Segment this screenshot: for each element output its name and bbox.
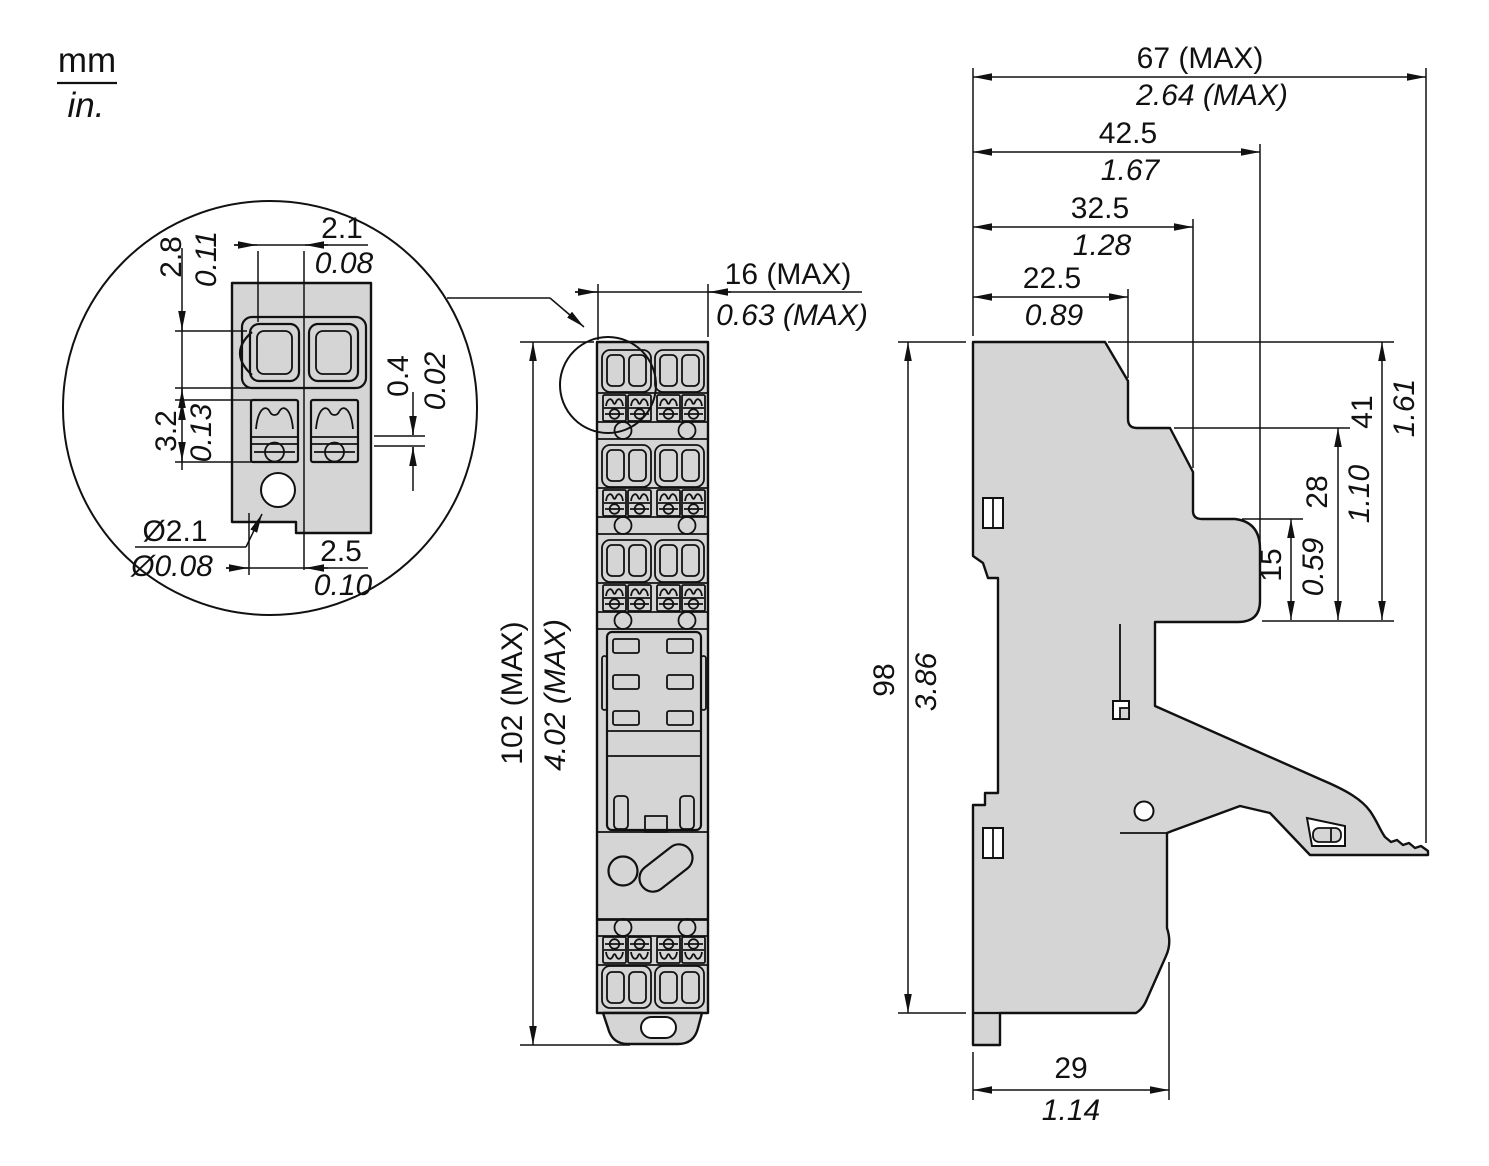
dim-height-15-inch-label: 0.59 [1297, 537, 1330, 596]
dim-depth-32-5-mm-label: 32.5 [1071, 192, 1129, 225]
dim-height-98-mm-label: 98 [868, 663, 901, 696]
dim-hole-offset: 2.5 0.10 [226, 513, 373, 602]
legend-mm-label: mm [58, 41, 116, 80]
front-view: 16 (MAX) 0.63 (MAX) 102 (MAX) 4.02 (MAX) [496, 258, 868, 1046]
dim-front-height-mm-label: 102 (MAX) [496, 621, 529, 764]
dim-depth-32-5: 32.5 1.28 [973, 192, 1194, 468]
dim-front-width-mm-label: 16 (MAX) [725, 258, 852, 291]
detail-leader [447, 297, 585, 328]
dim-gap-mm-label: 0.4 [382, 355, 415, 397]
dim-hole-diameter-mm-label: Ø2.1 [142, 515, 207, 548]
dim-base-depth-inch-label: 1.14 [1042, 1094, 1100, 1127]
lever-pivot [1133, 800, 1155, 822]
front-body [595, 340, 710, 1015]
dim-depth-22-5-inch-label: 0.89 [1025, 299, 1084, 332]
dim-depth-22-5: 22.5 0.89 [973, 262, 1129, 378]
dim-clamp-height-mm-label: 3.2 [150, 410, 183, 452]
dim-depth-32-5-inch-label: 1.28 [1073, 229, 1132, 262]
dim-overall-depth-mm-label: 67 (MAX) [1137, 42, 1264, 75]
dim-height-41-mm-label: 41 [1346, 395, 1379, 428]
dim-clamp-height-inch-label: 0.13 [185, 403, 218, 462]
dim-height-98-inch-label: 3.86 [910, 652, 943, 711]
dim-overall-depth-inch-label: 2.64 (MAX) [1135, 79, 1288, 112]
side-rail-clip-bottom [982, 827, 1004, 859]
detail-test-hole [260, 472, 296, 508]
dim-clamp-height: 3.2 0.13 [150, 399, 253, 463]
dim-hole-offset-inch-label: 0.10 [314, 569, 373, 602]
units-legend: mm in. [57, 41, 117, 125]
dim-height-98: 98 3.86 [868, 341, 966, 1014]
dim-height-28: 28 1.10 [1301, 428, 1376, 620]
detail-view: 2.1 0.08 2.8 0.11 3.2 0.13 [62, 200, 585, 616]
dim-front-height: 102 (MAX) 4.02 (MAX) [496, 341, 630, 1046]
dim-height-15-mm-label: 15 [1255, 548, 1288, 581]
dim-height-28-inch-label: 1.10 [1343, 464, 1376, 523]
dim-gap-inch-label: 0.02 [419, 351, 452, 410]
dim-depth-42-5-mm-label: 42.5 [1099, 117, 1157, 150]
legend-inch-label: in. [68, 86, 105, 125]
dim-hole-diameter-inch-label: Ø0.08 [130, 550, 213, 583]
dim-depth-42-5: 42.5 1.67 [973, 117, 1261, 552]
side-view: 67 (MAX) 2.64 (MAX) 42.5 1.67 32.5 1.28 … [868, 42, 1430, 1127]
dim-front-width-inch-label: 0.63 (MAX) [716, 299, 868, 332]
front-lever-area [597, 831, 708, 921]
detail-part-body [230, 281, 373, 535]
dim-terminal-height-mm-label: 2.8 [155, 236, 188, 278]
front-mounting-tab [601, 1011, 704, 1046]
dim-pitch: 2.1 0.08 [234, 212, 374, 322]
dim-height-28-mm-label: 28 [1301, 475, 1334, 508]
dim-height-41: 41 1.61 [1346, 342, 1421, 620]
dim-base-depth-mm-label: 29 [1054, 1052, 1087, 1085]
side-body [971, 340, 1430, 1047]
dim-height-15: 15 0.59 [1255, 519, 1330, 620]
dim-hole-diameter: Ø2.1 Ø0.08 [130, 513, 263, 583]
side-notch-detail [1112, 700, 1130, 720]
dim-terminal-height: 2.8 0.11 [155, 231, 253, 470]
dim-terminal-height-inch-label: 0.11 [190, 231, 223, 287]
front-socket-area [601, 630, 707, 833]
dim-gap: 0.4 0.02 [374, 351, 452, 491]
detail-callout-circle [559, 336, 657, 434]
dim-hole-offset-mm-label: 2.5 [320, 535, 362, 568]
side-rail-clip-top [982, 497, 1004, 529]
dim-depth-42-5-inch-label: 1.67 [1101, 154, 1161, 187]
dim-front-width: 16 (MAX) 0.63 (MAX) [575, 258, 868, 340]
dim-pitch-inch-label: 0.08 [315, 247, 374, 280]
dim-overall-depth: 67 (MAX) 2.64 (MAX) [973, 42, 1427, 843]
dim-base-depth: 29 1.14 [972, 962, 1170, 1127]
dim-depth-22-5-mm-label: 22.5 [1023, 262, 1081, 295]
dim-front-height-inch-label: 4.02 (MAX) [539, 619, 572, 771]
dim-pitch-mm-label: 2.1 [321, 212, 363, 245]
lever-latch-detail [1305, 816, 1346, 847]
dim-height-41-inch-label: 1.61 [1388, 379, 1421, 437]
